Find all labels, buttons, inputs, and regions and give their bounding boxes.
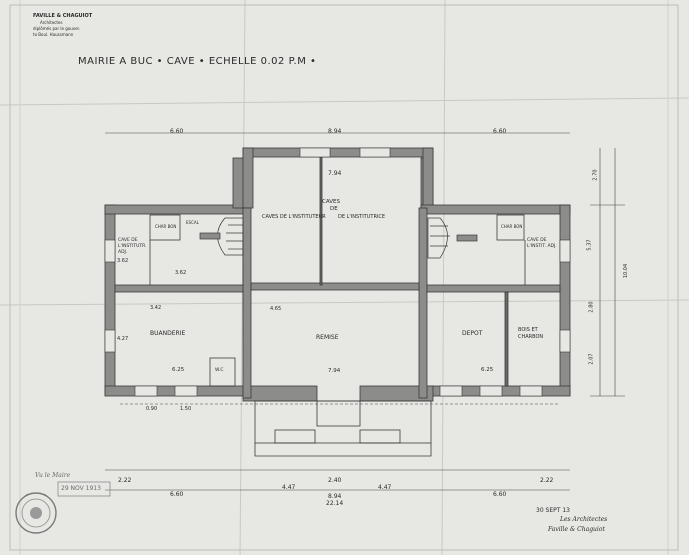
dim-center-inner: 7.94 — [328, 170, 342, 177]
label-institutrice: DE L'INSTITUTRICE — [338, 214, 386, 220]
dim-right-upper: 2.70 — [592, 169, 599, 181]
signature-line2: Faville & Chaguiot — [548, 526, 605, 533]
date-stamp: 29 NOV 1913 — [61, 485, 101, 492]
dim-bottom-mid-right: 4.47 — [378, 484, 392, 491]
label-depot: DEPOT — [462, 330, 483, 337]
dim-bottom-left: 2.22 — [118, 477, 132, 484]
dimension-lines — [105, 132, 625, 491]
porch — [254, 400, 432, 457]
label-charbon-left: CHAR BON — [155, 224, 177, 229]
dim-bottom-right-2: 6.60 — [493, 491, 507, 498]
dim-bottom-mid-left: 4.47 — [282, 484, 296, 491]
exterior-walls — [104, 147, 571, 402]
mayor-approval: Vu le Maire — [35, 472, 71, 479]
architects-title: Architectes — [40, 20, 63, 25]
dim-remise-depth: 4.65 — [270, 306, 282, 312]
dim-left-side: 3.62 — [117, 258, 129, 264]
architects-address: to Boul. Haussmann — [33, 32, 74, 37]
dim-right-total: 10.04 — [623, 263, 630, 279]
label-de: DE — [330, 206, 338, 212]
label-instituteur: CAVES DE L'INSTITUTEUR — [262, 214, 326, 220]
drawing-frame — [9, 4, 679, 551]
dim-center-bottom: 7.94 — [328, 368, 341, 374]
label-escal: ESCAL — [186, 220, 199, 225]
plan-title: MAIRIE A BUC • CAVE • ECHELLE 0.02 P.M • — [78, 56, 317, 67]
dim-bottom-left-2: 6.60 — [170, 491, 184, 498]
dim-left-lower: 4.27 — [117, 336, 129, 342]
architects-name: FAVILLE & CHAGUIOT — [33, 13, 93, 19]
label-cave-adj-left: CAVE DE L'INSTITUTR. ADJ. — [118, 238, 147, 255]
stairs — [199, 217, 478, 259]
signature-date: 30 SEPT 13 — [536, 507, 570, 514]
mayor-seal — [15, 492, 57, 534]
dim-bottom-right: 2.22 — [540, 477, 554, 484]
small-partitions — [149, 214, 526, 387]
dim-top-center: 8.94 — [328, 128, 342, 135]
dim-top-left: 6.60 — [170, 128, 184, 135]
label-cave-adj-right: CAVE DE L'INSTIT. ADJ. — [527, 238, 557, 249]
dim-bottom-center: 2.40 — [328, 477, 342, 484]
dim-small-3: 1.50 — [180, 406, 192, 412]
label-bois-charbon: BOIS ET CHARBON — [518, 327, 544, 340]
label-remise: REMISE — [316, 334, 339, 341]
signature-line1: Les Architectes — [560, 516, 608, 523]
dim-small-4: 0.90 — [146, 406, 158, 412]
label-charbon-right: CHAR BON — [501, 224, 523, 229]
label-caves: CAVES — [322, 199, 340, 205]
label-buanderie: BUANDERIE — [150, 330, 186, 337]
dim-right-lower: 2.07 — [588, 353, 595, 365]
dim-right-lower2: 2.80 — [588, 301, 595, 313]
dim-buanderie: 6.25 — [172, 367, 185, 373]
dim-small-2: 3.62 — [175, 270, 187, 276]
dim-bottom-center-2: 8.94 — [328, 493, 342, 500]
dim-depot: 6.25 — [481, 367, 494, 373]
date-stamp-box — [57, 481, 111, 497]
windows — [104, 147, 571, 397]
architects-diploma: diplômés par le gouver. — [33, 26, 81, 31]
dim-top-right: 6.60 — [493, 128, 507, 135]
label-wc: W.C — [215, 368, 224, 373]
dim-small-1: 3.42 — [150, 305, 162, 311]
dim-bottom-total: 22.14 — [326, 500, 344, 507]
dim-right-mid: 5.37 — [586, 239, 593, 251]
